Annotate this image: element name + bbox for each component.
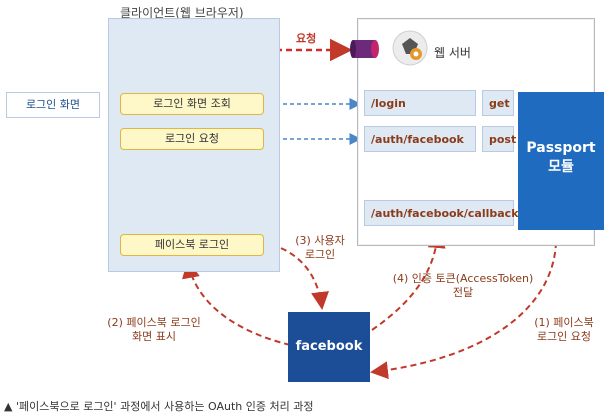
node-gear-icon xyxy=(392,30,428,66)
step1-arrow xyxy=(370,231,558,380)
step3-line1: (3) 사용자 xyxy=(295,234,345,247)
route-auth-facebook: /auth/facebook xyxy=(364,126,476,152)
step4-label: (4) 인증 토큰(AccessToken) 전달 xyxy=(378,272,548,300)
route-callback: /auth/facebook/callback xyxy=(364,200,519,226)
passport-title: Passport xyxy=(526,140,596,156)
login-request-button[interactable]: 로그인 요청 xyxy=(120,128,264,150)
step4-line1: (4) 인증 토큰(AccessToken) xyxy=(392,272,534,285)
facebook-box: facebook xyxy=(288,312,370,382)
step1-line2: 로그인 요청 xyxy=(536,330,592,343)
step2-label: (2) 페이스북 로그인 화면 표시 xyxy=(84,316,224,344)
figure-caption: ▲ '페이스북으로 로그인' 과정에서 사용하는 OAuth 인증 처리 과정 xyxy=(4,400,314,413)
passport-module: Passport 모듈 xyxy=(518,92,604,230)
login-screen-box: 로그인 화면 xyxy=(6,92,100,118)
route-login: /login xyxy=(364,90,476,116)
server-label: 웹 서버 xyxy=(434,46,471,60)
passport-subtitle: 모듈 xyxy=(548,159,574,175)
facebook-login-button[interactable]: 페이스북 로그인 xyxy=(120,234,264,256)
login-view-button[interactable]: 로그인 화면 조회 xyxy=(120,93,264,115)
step2-arrow xyxy=(182,260,291,346)
method-post: post xyxy=(482,126,516,152)
step3-line2: 로그인 xyxy=(304,248,336,261)
request-label: 요청 xyxy=(296,32,317,45)
method-get: get xyxy=(482,90,514,116)
step3-label: (3) 사용자 로그인 xyxy=(290,234,350,262)
step1-line1: (1) 페이스북 xyxy=(534,316,594,329)
client-title: 클라이언트(웹 브라우저) xyxy=(120,6,244,20)
server-cylinder-icon xyxy=(350,40,379,58)
step2-line2: 화면 표시 xyxy=(132,330,176,343)
step4-line2: 전달 xyxy=(452,286,474,299)
step2-line1: (2) 페이스북 로그인 xyxy=(107,316,201,329)
step1-label: (1) 페이스북 로그인 요청 xyxy=(520,316,608,344)
